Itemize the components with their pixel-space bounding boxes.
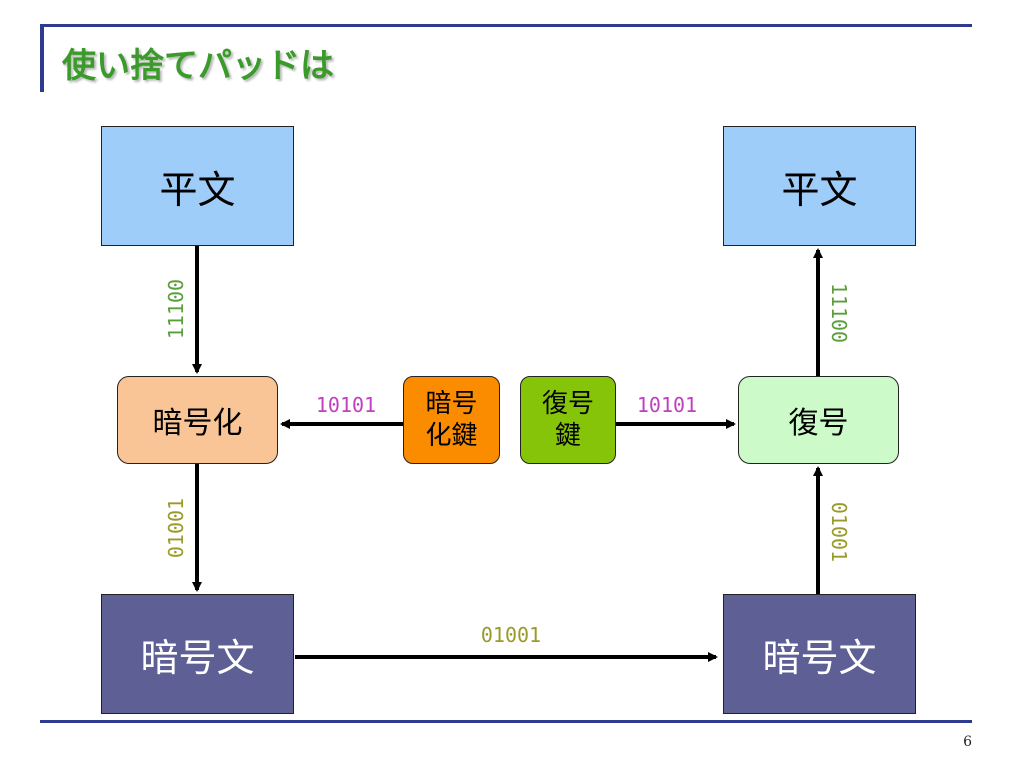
page-number: 6: [963, 734, 972, 750]
decryption-key-box: 復号 鍵: [520, 376, 616, 464]
encrypt-box: 暗号化: [117, 376, 278, 464]
footer-rule: [40, 720, 972, 723]
bits-key-left: 10101: [315, 393, 377, 417]
decryption-key-line2: 鍵: [554, 421, 581, 451]
plaintext-box-right: 平文: [723, 126, 916, 246]
title-top-rule: [40, 24, 972, 27]
decryption-key-line1: 復号: [541, 388, 594, 419]
encryption-key-line2: 化鍵: [425, 421, 478, 451]
encryption-key-box: 暗号 化鍵: [403, 376, 500, 464]
bits-ciphertext-left: 01001: [164, 497, 188, 559]
encryption-key-line1: 暗号: [425, 388, 478, 419]
bits-plaintext-left: 11100: [164, 278, 188, 340]
plaintext-box-left: 平文: [101, 126, 294, 246]
title-left-rule: [40, 26, 44, 92]
bits-plaintext-right: 11100: [827, 282, 851, 344]
decrypt-box: 復号: [738, 376, 899, 464]
bits-key-right: 10101: [636, 393, 698, 417]
ciphertext-box-right: 暗号文: [723, 594, 916, 714]
bits-cipher-transfer: 01001: [480, 623, 542, 647]
slide-title: 使い捨てパッドは: [62, 46, 334, 86]
bits-ciphertext-right: 01001: [827, 501, 851, 563]
ciphertext-box-left: 暗号文: [101, 594, 294, 714]
